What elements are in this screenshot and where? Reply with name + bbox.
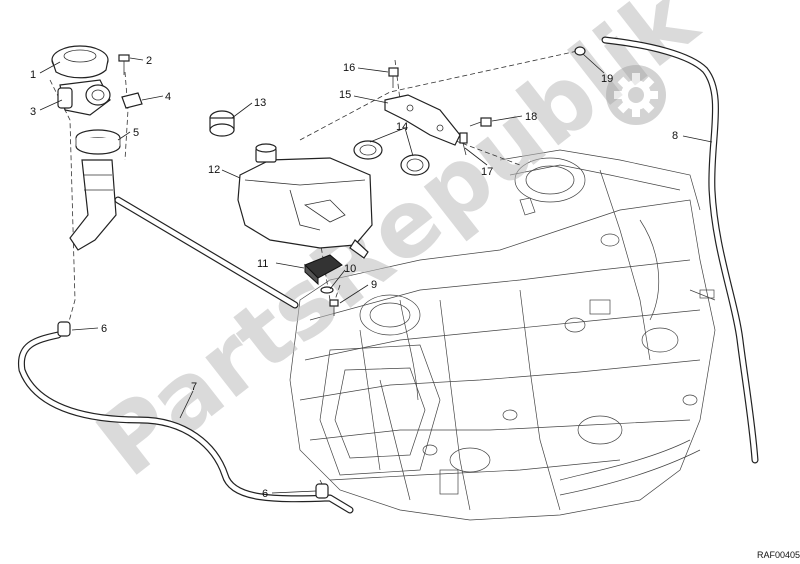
callout-7: 7: [191, 381, 197, 393]
part-9-screw: [329, 299, 339, 316]
part-13-tank-cap: [209, 110, 235, 137]
part-19-grommet: [574, 46, 586, 56]
callout-5: 5: [133, 127, 139, 139]
overflow-tube: [114, 196, 299, 309]
callout-6-lower: 6: [262, 488, 268, 500]
part-16-screw: [388, 67, 399, 88]
reference-code: RAF00405: [757, 550, 800, 560]
callout-6-upper: 6: [101, 323, 107, 335]
callout-15: 15: [339, 89, 351, 101]
callout-11: 11: [257, 258, 268, 270]
engine-block: [289, 149, 716, 521]
callout-2: 2: [146, 55, 152, 67]
part-5-clamp: [75, 129, 121, 155]
callout-18: 18: [525, 111, 537, 123]
callout-13: 13: [254, 97, 266, 109]
callout-3: 3: [30, 106, 36, 118]
callout-12: 12: [208, 164, 220, 176]
filler-pipe: [69, 159, 117, 251]
part-1-cap: [51, 45, 109, 79]
part-15-bracket: [384, 94, 461, 146]
part-2-screw: [118, 54, 130, 75]
part-6-clamp-lower: [315, 483, 329, 499]
part-11-rubber-pad: [304, 254, 343, 286]
callout-16: 16: [343, 62, 355, 74]
leader-lines: [39, 53, 713, 494]
part-6-clamp-upper: [57, 321, 71, 337]
callout-9: 9: [371, 279, 377, 291]
callout-1: 1: [30, 69, 36, 81]
callout-labels: 1 2 3 4 5 6 6 7 8 9 10 11 12 13 14 15 16…: [30, 55, 678, 500]
part-8-hose: [601, 36, 759, 464]
gear-icon: [606, 65, 666, 125]
callout-14: 14: [396, 121, 408, 133]
callout-10: 10: [344, 263, 356, 275]
callout-4: 4: [165, 91, 171, 103]
part-14-clamps: [353, 140, 430, 176]
callout-17: 17: [481, 166, 493, 178]
callout-19: 19: [601, 73, 613, 85]
part-17-screw: [459, 132, 468, 156]
part-4-clip: [121, 92, 143, 109]
part-12-expansion-tank: [237, 143, 373, 259]
part-18-screw: [469, 117, 492, 127]
callout-8: 8: [672, 130, 678, 142]
part-3-filler-neck: [57, 79, 111, 116]
part-7-hose: [17, 331, 354, 514]
